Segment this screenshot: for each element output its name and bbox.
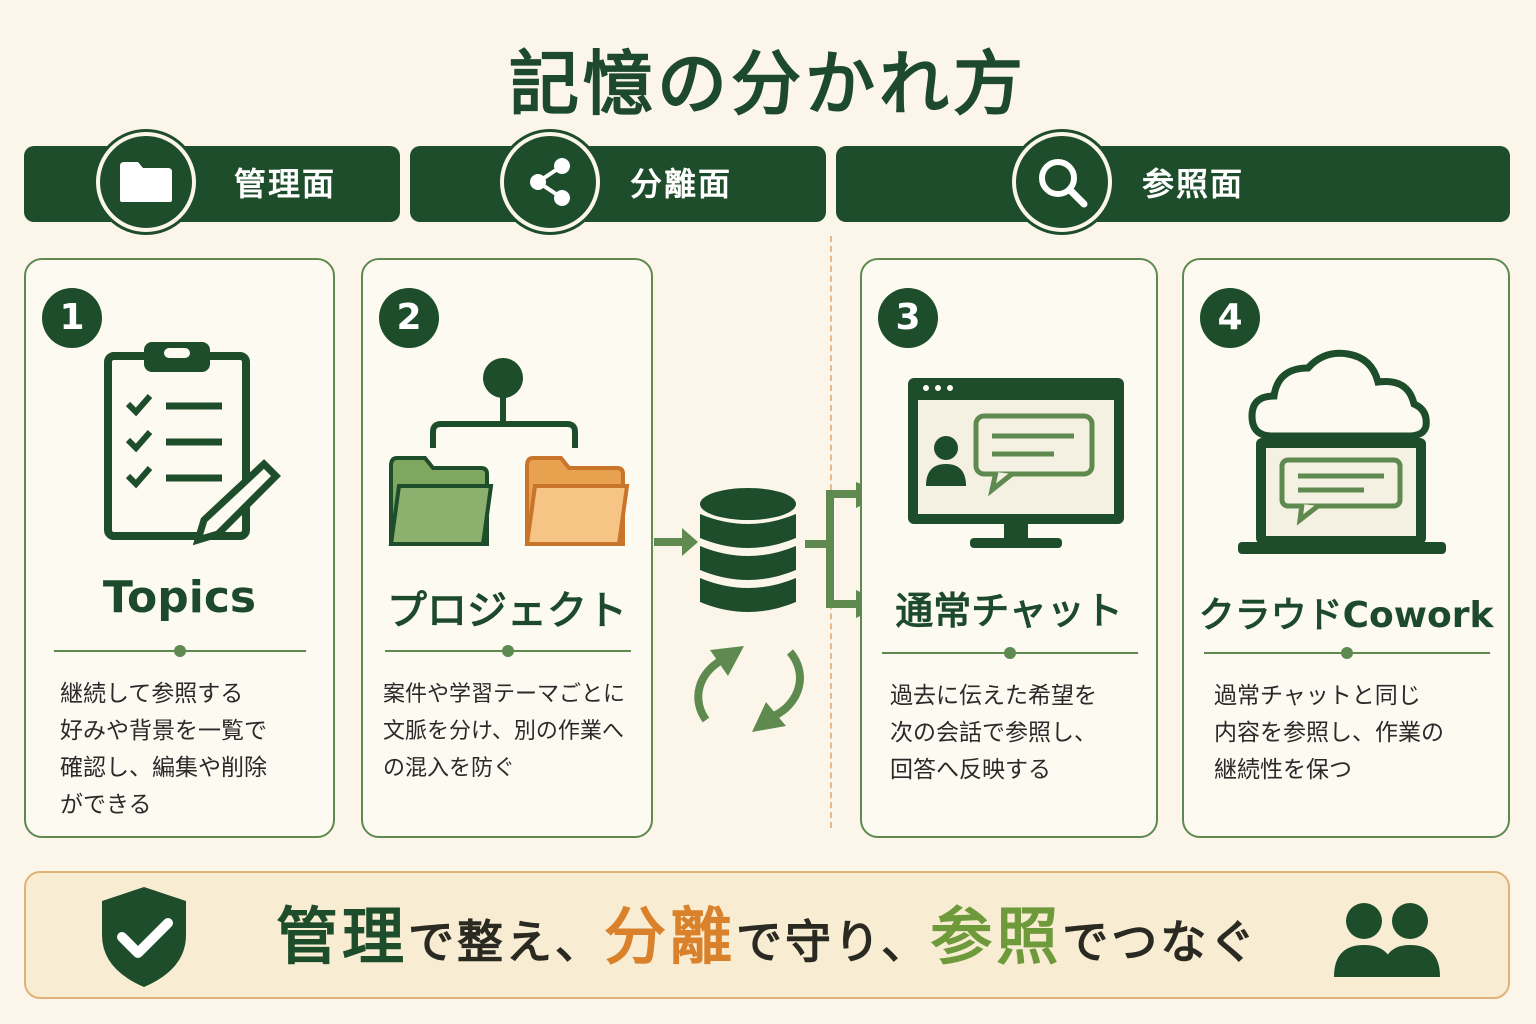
card-description: 過去に伝えた希望を 次の会話で参照し、 回答へ反映する [890, 683, 1097, 783]
folder-icon [96, 132, 196, 232]
share-icon [500, 132, 600, 232]
motto-connector: でつなぐ [1062, 915, 1259, 969]
search-icon [1012, 132, 1112, 232]
card-title: プロジェクト [387, 588, 627, 634]
page-title: 記憶の分かれ方 [509, 43, 1027, 125]
step-number: 1 [42, 288, 102, 348]
step-number: 2 [379, 288, 439, 348]
banner-reference: 参照面 [836, 132, 1510, 232]
card-divider [385, 645, 631, 657]
motto-reference: 参照 [930, 900, 1063, 973]
card-title: クラウドCowork [1198, 595, 1494, 636]
step-number: 3 [878, 288, 938, 348]
motto-text: 管理で整え、分離で守り、参照でつなぐ [276, 873, 1258, 1001]
clipboard-checklist-icon [104, 342, 281, 546]
card-cloud-cowork: 4 クラウドCowork 過常チャットと同じ 内容を参照し、作業の 継続性を保つ [1182, 258, 1510, 838]
motto-bar: 管理で整え、分離で守り、参照でつなぐ [24, 871, 1510, 999]
folder-hierarchy-icon [388, 358, 630, 546]
cloud-laptop-icon [1238, 349, 1446, 554]
card-description: 継続して参照する 好みや背景を一覧で 確認し、編集や削除 ができる [60, 681, 267, 818]
banner-label: 分離面 [630, 165, 733, 203]
motto-connector: で整え、 [408, 915, 605, 969]
banner-separation: 分離面 [410, 132, 826, 232]
card-project: 2 プロジェクト 案件や学習テーマごとに 文脈を分け、別の作業へ の混入を防ぐ [361, 258, 653, 838]
card-description: 案件や学習テーマごとに 文脈を分け、別の作業へ の混入を防ぐ [383, 682, 626, 781]
card-title: 通常チャット [895, 589, 1123, 633]
card-description: 過常チャットと同じ 内容を参照し、作業の 継続性を保つ [1214, 683, 1444, 783]
users-icon [1334, 903, 1440, 977]
banner-management: 管理面 [24, 132, 400, 232]
banner-label: 参照面 [1142, 165, 1245, 203]
card-divider [54, 645, 306, 657]
motto-separation: 分離 [604, 900, 737, 973]
monitor-chat-icon [908, 378, 1124, 548]
motto-connector: で守り、 [736, 915, 931, 969]
card-normal-chat: 3 通常チャット 過去に伝えた希望を 次の会話で参照し、 回答へ反映する [860, 258, 1158, 838]
motto-management: 管理 [276, 900, 409, 973]
banner-label: 管理面 [234, 165, 337, 203]
card-title: Topics [102, 572, 257, 623]
card-divider [1204, 647, 1490, 659]
shield-check-icon [102, 887, 186, 987]
card-divider [882, 647, 1138, 659]
card-topics: 1 Topics 継続して参照する 好みや背景を一覧で 確認し、編集や削除 がで… [24, 258, 335, 838]
step-number: 4 [1200, 288, 1260, 348]
